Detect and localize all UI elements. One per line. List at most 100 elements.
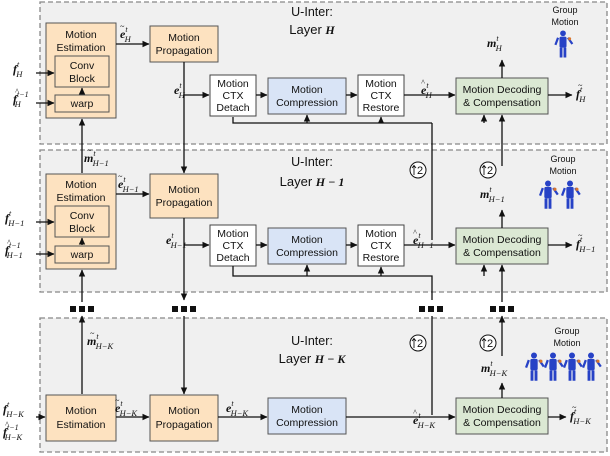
layer-name-h-k: Layer H − K: [279, 351, 347, 366]
figure-part: [544, 198, 548, 209]
ctx-restore-label-h-1-3: Restore: [363, 252, 400, 264]
ellipsis-right: [490, 306, 514, 312]
conv-block-label-h-1: Conv: [70, 60, 95, 72]
ellipsis-middle: [172, 306, 196, 312]
motion-estimation-label-h-1-2: Estimation: [56, 192, 105, 204]
figure-part: [549, 358, 557, 371]
figure-part: [530, 358, 538, 371]
figure-part: [568, 358, 576, 371]
figure-accent: [596, 359, 600, 363]
motion-propagation-box-h-k: [149, 394, 219, 442]
figure-part: [548, 198, 552, 209]
motion-decoding-box-h-k: [455, 397, 549, 435]
figure-part: [560, 30, 566, 37]
ctx-detach-label-h-1-1: Motion: [217, 228, 249, 240]
hat-ehat-h: ^: [421, 78, 425, 87]
ctx-detach-label-h-3: Detach: [216, 102, 249, 114]
figure-part: [568, 370, 572, 381]
ctx-restore-label-h-2: CTX: [371, 90, 392, 102]
layer-panel-h: [39, 1, 608, 145]
motion-compression-label-h-k-2: Compression: [276, 417, 338, 429]
hat-fhat-h-k: ^: [5, 420, 9, 429]
motion-estimation-label-h-1-1: Motion: [65, 179, 97, 191]
motion-propagation-label-h-k-2: Propagation: [156, 419, 213, 431]
ctx-restore-label-h-1: Motion: [365, 78, 397, 90]
group-motion-label-h-1-2: Motion: [549, 166, 576, 176]
group-motion-figures-h: [554, 30, 574, 58]
group-motion-label-h-k-1: Group: [554, 326, 579, 336]
motion-decoding-label-h-1-1: Motion Decoding: [463, 234, 542, 246]
motion-propagation-label-h-1-2: Propagation: [156, 197, 213, 209]
figure-part: [543, 359, 549, 369]
motion-decoding-label-h-1: Motion Decoding: [463, 84, 542, 96]
layer-panel-h-1: [39, 149, 608, 293]
tilde-ftilde-h-1: ~: [578, 231, 583, 240]
layer-title-h-1: U-Inter:: [291, 155, 333, 169]
warp-box-h: [54, 94, 110, 113]
warp-label-h: warp: [70, 98, 94, 110]
hat-ehat-h-1: ^: [413, 228, 417, 237]
figure-part: [591, 370, 595, 381]
motion-estimation-label-h-k-2: Estimation: [56, 419, 105, 431]
conv-block-box-h: [54, 55, 110, 88]
ctx-detach-box-h-1: [209, 224, 257, 267]
motion-propagation-label-h-1: Motion: [168, 32, 200, 44]
figure-part: [588, 352, 594, 359]
figure-part: [566, 198, 570, 209]
tilde-etilde-h: ~: [120, 22, 125, 31]
motion-decoding-label-h-1-2: & Compensation: [463, 247, 541, 259]
figure-part: [587, 370, 591, 381]
ctx-restore-box-h: [357, 74, 405, 117]
svg-text:2: 2: [417, 165, 423, 177]
upsample-circle-ctx-h: 2: [409, 161, 427, 179]
motion-compression-label-h-k-1: Motion: [291, 404, 323, 416]
motion-estimation-box-h-k: [45, 394, 117, 442]
motion-propagation-box-h-1: [149, 173, 219, 219]
tilde-mtilde-h-1: ~: [87, 146, 92, 155]
figure-part: [530, 370, 534, 381]
line-ctx-bus-h: [232, 117, 432, 124]
motion-estimation-label-h-1: Motion: [65, 29, 97, 41]
motion-compression-label-h-2: Compression: [276, 97, 338, 109]
figure-accent: [568, 37, 572, 41]
figure-part: [560, 187, 566, 197]
figure-part: [544, 186, 552, 199]
figure-part: [570, 198, 574, 209]
figure-accent: [553, 187, 557, 191]
hat-fhat-h: ^: [15, 87, 19, 96]
ctx-detach-label-h-2: CTX: [223, 90, 244, 102]
figure-accent: [577, 359, 581, 363]
group-motion-label-h-k-2: Motion: [553, 338, 580, 348]
upsample-circle-ctx-h-k: 2: [409, 334, 427, 352]
motion-propagation-box-h: [149, 25, 219, 63]
motion-compression-box-h: [267, 77, 347, 115]
upsample-circle-m-h: 2: [479, 161, 497, 179]
layer-name-h-1: Layer H − 1: [280, 174, 345, 189]
svg-text:2: 2: [417, 338, 423, 350]
motion-propagation-label-h-2: Propagation: [156, 45, 213, 57]
figure-part: [553, 370, 557, 381]
ctx-restore-label-h-1-2: CTX: [371, 240, 392, 252]
tilde-mtilde-h-k: ~: [90, 329, 95, 338]
ctx-detach-label-h-1-2: CTX: [223, 240, 244, 252]
tilde-etilde-h-k: ~: [115, 396, 120, 405]
figure-part: [550, 352, 556, 359]
ctx-detach-box-h: [209, 74, 257, 117]
motion-estimation-label-h-k-1: Motion: [65, 405, 97, 417]
